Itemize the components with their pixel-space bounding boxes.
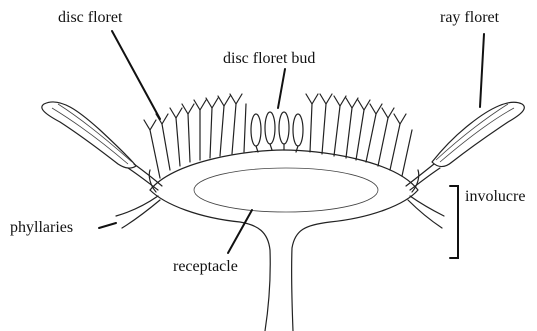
disc-floret-buds (251, 112, 303, 152)
ray-floret-left (42, 102, 162, 190)
ray-floret-right (406, 102, 524, 190)
receptacle-label: receptacle (173, 259, 238, 275)
phyllaries-leader (99, 223, 116, 228)
disc-floret-bud-label: disc floret bud (223, 51, 315, 67)
ray-floret-label: ray floret (440, 10, 499, 26)
receptacle-shape (150, 150, 418, 331)
phyllaries-right (408, 170, 444, 228)
receptacle-leader (228, 210, 252, 253)
ray-floret-leader (480, 34, 484, 107)
disc-floret-bud-leader (278, 69, 285, 108)
phyllaries-label: phyllaries (10, 220, 73, 236)
disc-floret-label: disc floret (58, 10, 122, 26)
disc-floret-leader (112, 31, 160, 119)
involucre-label: involucre (465, 189, 525, 205)
disc-florets-right (306, 94, 412, 176)
involucre-bracket (450, 186, 458, 258)
disc-florets-left (144, 94, 246, 178)
